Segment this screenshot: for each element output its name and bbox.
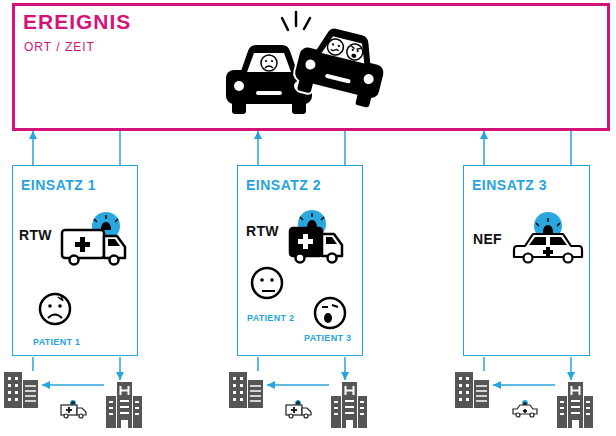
event-box: EREIGNIS ORT / ZEIT bbox=[12, 3, 610, 131]
patient-label: PATIENT 1 bbox=[33, 338, 80, 347]
crash-illustration bbox=[226, 12, 391, 114]
mission-box: EINSATZ 2 RTW PATIENT 2 PATIENT 3 bbox=[237, 165, 363, 356]
connector-line bbox=[344, 131, 346, 165]
transport-set bbox=[229, 357, 367, 428]
patient-face-shocked bbox=[315, 298, 345, 328]
patient-label: PATIENT 2 bbox=[247, 314, 294, 323]
small-ambulance-icon bbox=[286, 400, 311, 418]
car-right bbox=[291, 22, 391, 110]
event-subtitle: ORT / ZEIT bbox=[24, 41, 95, 53]
patient-face-neutral bbox=[252, 268, 282, 298]
connector-line bbox=[32, 131, 34, 165]
small-car-icon bbox=[513, 400, 537, 417]
connector-line bbox=[570, 131, 572, 165]
patient-label: PATIENT 3 bbox=[304, 334, 351, 343]
ambulance-icon bbox=[290, 210, 342, 263]
transport-set bbox=[455, 357, 593, 428]
connector-line bbox=[119, 131, 121, 165]
vehicle-label: NEF bbox=[473, 232, 502, 246]
mission-box: EINSATZ 1 RTW PATIENT 1 bbox=[12, 165, 138, 356]
mission-box: EINSATZ 3 NEF bbox=[463, 165, 590, 356]
vehicle-label: RTW bbox=[246, 224, 279, 238]
small-ambulance-icon bbox=[61, 400, 86, 418]
ambulance-icon bbox=[62, 212, 125, 265]
mission-title: EINSATZ 2 bbox=[246, 178, 321, 192]
vehicle-label: RTW bbox=[19, 228, 52, 242]
mission-title: EINSATZ 1 bbox=[21, 178, 96, 192]
connector-line bbox=[483, 131, 485, 165]
event-title: EREIGNIS bbox=[23, 11, 131, 32]
connector-line bbox=[257, 131, 259, 165]
transport-set bbox=[4, 357, 142, 428]
mission-title: EINSATZ 3 bbox=[472, 178, 547, 192]
nef-car-icon bbox=[514, 212, 582, 263]
patient-face-sad bbox=[40, 294, 70, 324]
